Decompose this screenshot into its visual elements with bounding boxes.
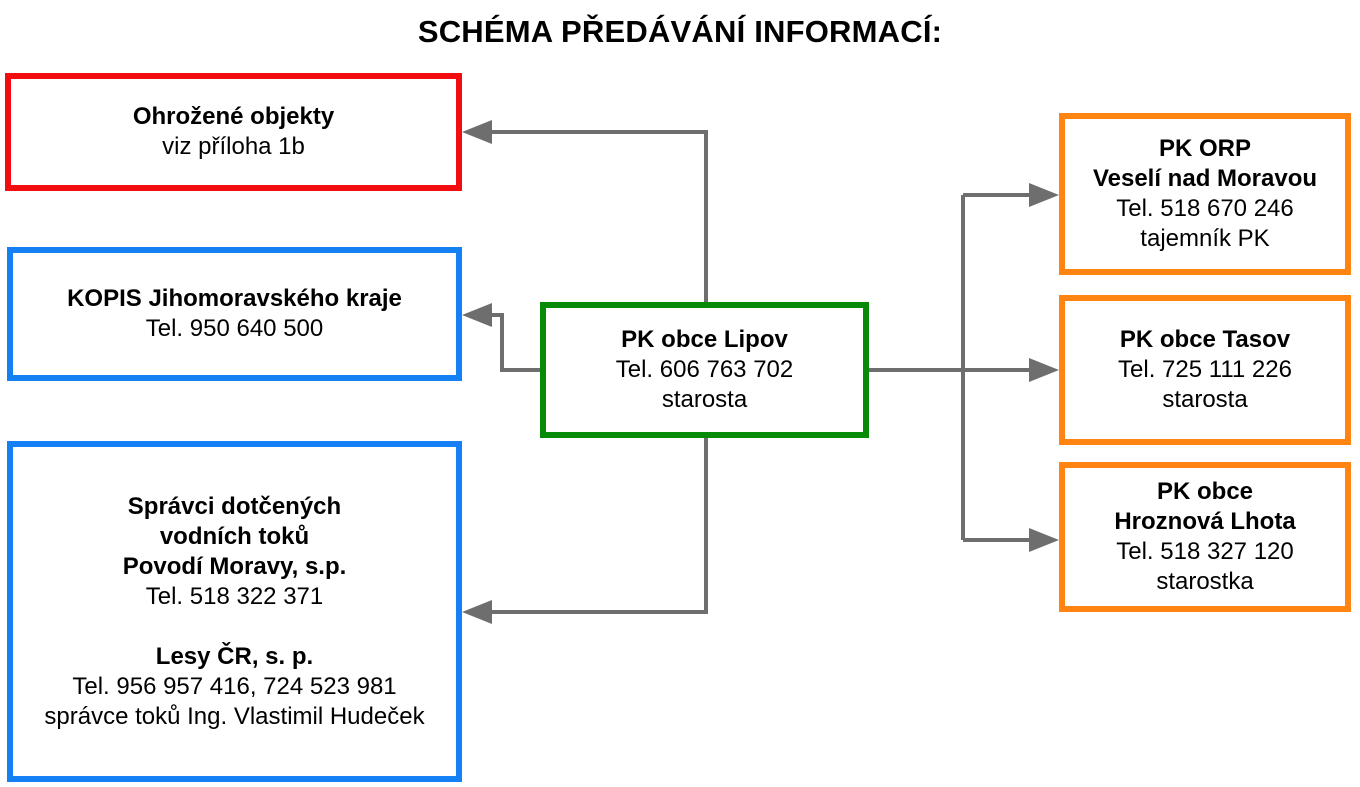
orp-phone: Tel. 518 670 246	[1116, 195, 1294, 222]
lesy-cr-name: Lesy ČR, s. p.	[155, 642, 314, 670]
hroznova-line1: PK obce	[1156, 478, 1254, 505]
hroznova-role: starostka	[1156, 568, 1254, 595]
arrow-to-threatened	[472, 130, 708, 302]
kopis-name: KOPIS Jihomoravského kraje	[67, 285, 402, 312]
povodi-moravy-phone: Tel. 518 322 371	[145, 582, 324, 610]
arrowhead-hroznova	[1029, 528, 1059, 552]
kopis-phone: Tel. 950 640 500	[145, 315, 324, 342]
tasov-box: PK obce Tasov Tel. 725 111 226 starosta	[1059, 295, 1351, 445]
arrowhead-kopis	[462, 303, 492, 327]
tasov-role: starosta	[1162, 386, 1248, 413]
water-managers-box: Správci dotčených vodních toků Povodí Mo…	[7, 441, 462, 782]
lipov-box: PK obce Lipov Tel. 606 763 702 starosta	[540, 302, 869, 438]
tasov-name: PK obce Tasov	[1119, 326, 1291, 353]
threatened-objects-name: Ohrožené objekty	[132, 103, 335, 130]
arrowhead-tasov	[1029, 358, 1059, 382]
orp-role: tajemník PK	[1140, 225, 1270, 252]
hroznova-phone: Tel. 518 327 120	[1116, 538, 1294, 565]
arrowhead-water	[462, 600, 492, 624]
hroznova-line2: Hroznová Lhota	[1114, 508, 1296, 535]
lipov-role: starosta	[661, 386, 748, 413]
lipov-phone: Tel. 606 763 702	[615, 356, 794, 383]
povodi-moravy-name: Povodí Moravy, s.p.	[122, 552, 347, 580]
diagram-title: SCHÉMA PŘEDÁVÁNÍ INFORMACÍ:	[417, 14, 943, 49]
kopis-box: KOPIS Jihomoravského kraje Tel. 950 640 …	[7, 247, 462, 381]
threatened-objects-box: Ohrožené objekty viz příloha 1b	[5, 73, 462, 191]
threatened-objects-detail: viz příloha 1b	[162, 133, 305, 160]
orp-line2: Veselí nad Moravou	[1092, 165, 1318, 192]
arrow-to-kopis	[472, 313, 540, 372]
lesy-cr-contact: správce toků Ing. Vlastimil Hudeček	[44, 702, 425, 730]
orp-box: PK ORP Veselí nad Moravou Tel. 518 670 2…	[1059, 113, 1351, 275]
arrowhead-orp	[1029, 183, 1059, 207]
hroznova-lhota-box: PK obce Hroznová Lhota Tel. 518 327 120 …	[1059, 462, 1351, 612]
arrow-to-water	[472, 438, 708, 614]
water-managers-line1: Správci dotčených	[127, 492, 342, 520]
lipov-name: PK obce Lipov	[621, 326, 788, 353]
orp-line1: PK ORP	[1158, 135, 1251, 162]
lesy-cr-phone: Tel. 956 957 416, 724 523 981	[72, 672, 397, 700]
water-managers-line2: vodních toků	[159, 522, 310, 550]
tasov-phone: Tel. 725 111 226	[1118, 356, 1292, 383]
arrowhead-threatened	[462, 120, 492, 144]
